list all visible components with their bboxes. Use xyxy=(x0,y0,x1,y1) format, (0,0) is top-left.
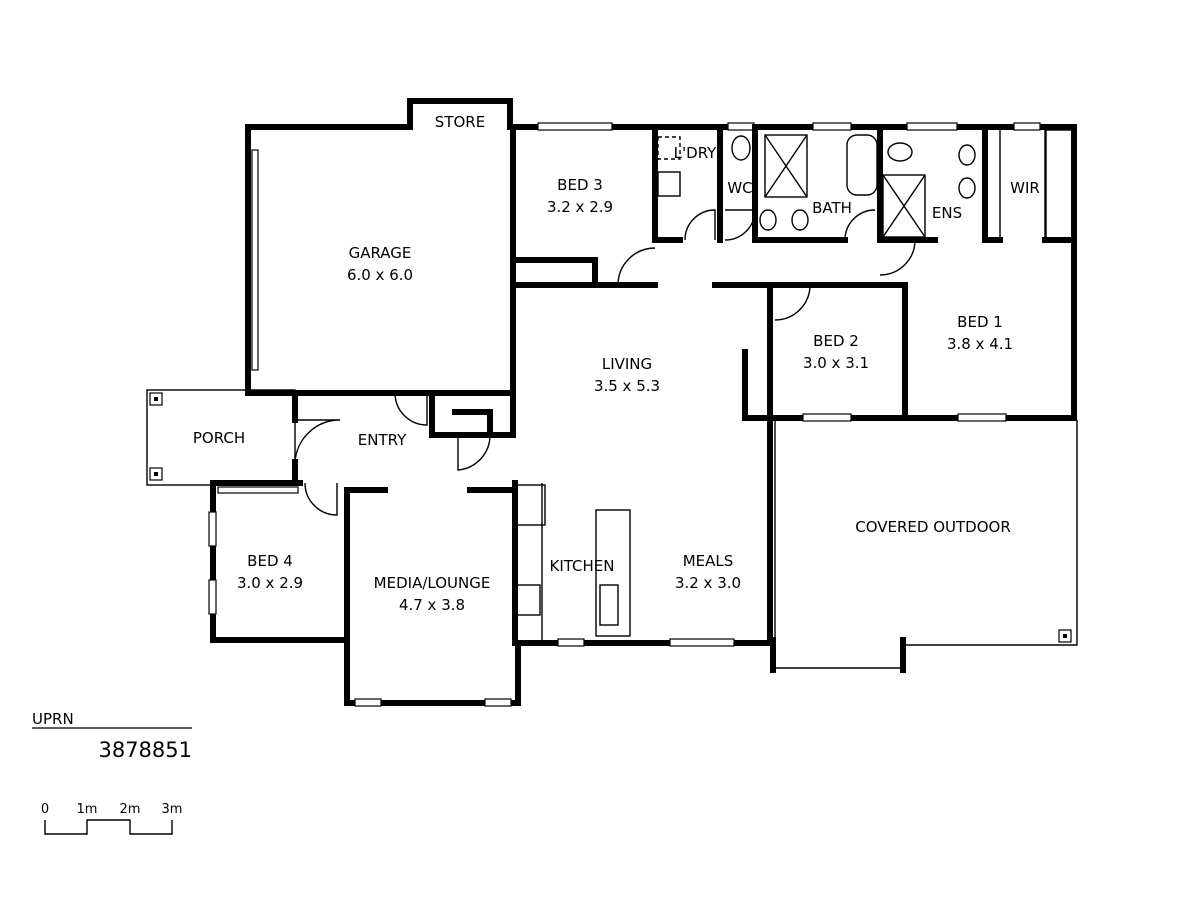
room-media-name: MEDIA/LOUNGE xyxy=(374,574,491,592)
room-wc-name: WC xyxy=(727,179,752,197)
room-bed3-name: BED 3 xyxy=(557,176,603,194)
room-outdoor-name: COVERED OUTDOOR xyxy=(855,518,1011,536)
uprn-label: UPRN xyxy=(32,710,74,728)
door-swings xyxy=(294,209,916,516)
room-store-name: STORE xyxy=(435,113,485,131)
scale-tick-3: 3m xyxy=(162,802,183,817)
room-bed4-size: 3.0 x 2.9 xyxy=(237,574,303,592)
room-bed1-size: 3.8 x 4.1 xyxy=(947,335,1013,353)
room-bed2-size: 3.0 x 3.1 xyxy=(803,354,869,372)
room-bed1-name: BED 1 xyxy=(957,313,1003,331)
room-meals-name: MEALS xyxy=(683,552,734,570)
room-bed3-size: 3.2 x 2.9 xyxy=(547,198,613,216)
scale-bar: 0 1m 2m 3m xyxy=(41,802,183,835)
room-garage-name: GARAGE xyxy=(349,244,412,262)
windows xyxy=(208,122,1041,707)
covered-outdoor-outline xyxy=(773,420,1078,669)
room-porch-name: PORCH xyxy=(193,429,245,447)
room-entry-name: ENTRY xyxy=(358,431,407,449)
room-bed2-name: BED 2 xyxy=(813,332,859,350)
room-media-size: 4.7 x 3.8 xyxy=(399,596,465,614)
room-bath-name: BATH xyxy=(812,199,852,217)
scale-tick-0: 0 xyxy=(41,802,49,817)
room-kitchen-name: KITCHEN xyxy=(550,557,615,575)
uprn-block: UPRN 3878851 xyxy=(32,710,192,762)
room-labels: STORE GARAGE 6.0 x 6.0 BED 3 3.2 x 2.9 L… xyxy=(193,113,1040,614)
room-living-name: LIVING xyxy=(602,355,652,373)
room-garage-size: 6.0 x 6.0 xyxy=(347,266,413,284)
scale-tick-1: 1m xyxy=(77,802,98,817)
room-living-size: 3.5 x 5.3 xyxy=(594,377,660,395)
room-wir-name: WIR xyxy=(1010,179,1040,197)
scale-tick-2: 2m xyxy=(120,802,141,817)
exterior-walls xyxy=(210,98,1077,706)
room-bed4-name: BED 4 xyxy=(247,552,293,570)
room-laundry-name: L'DRY xyxy=(674,144,717,162)
interior-walls xyxy=(344,124,1077,646)
room-meals-size: 3.2 x 3.0 xyxy=(675,574,741,592)
room-ensuite-name: ENS xyxy=(932,204,962,222)
uprn-value: 3878851 xyxy=(98,738,192,762)
fixtures xyxy=(514,129,1073,640)
